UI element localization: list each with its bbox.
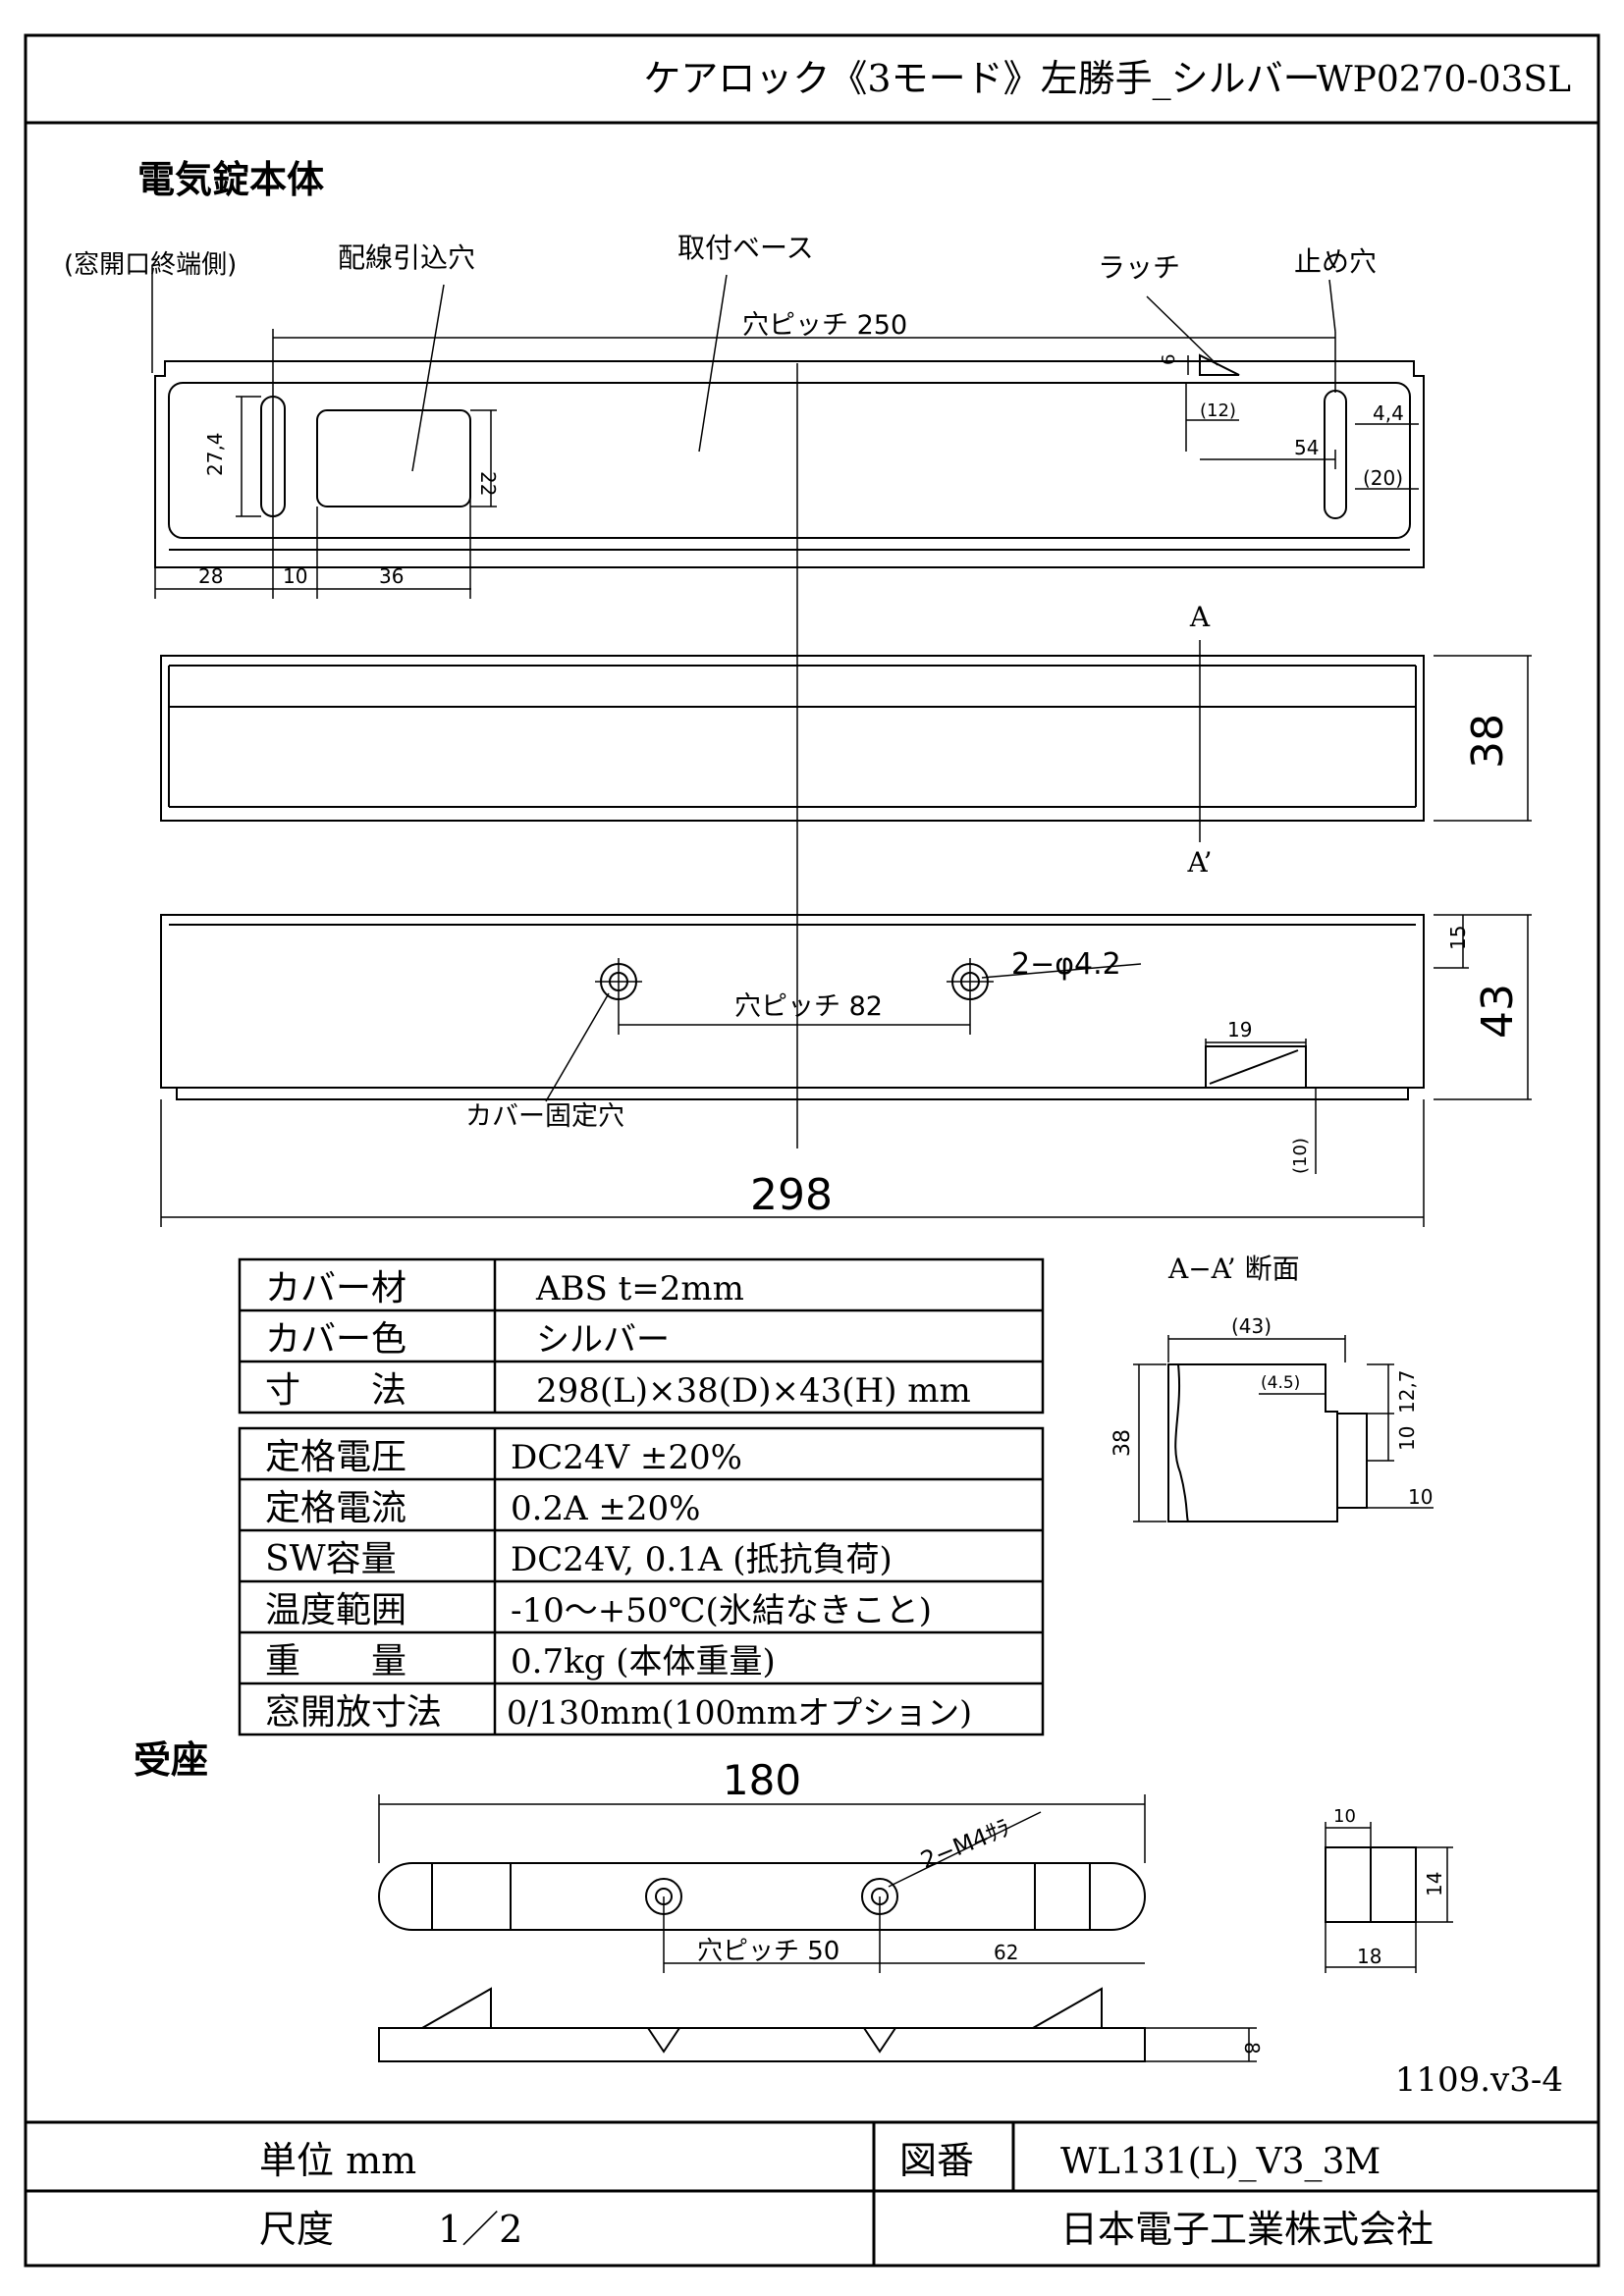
spec2-label-4: 重 量 [265,1641,406,1682]
base-label: 取付ベース [677,232,814,264]
strike-plate [378,1862,1146,2062]
bottom-view-dimensions [160,914,1532,1227]
section-a2-label: A’ [1186,846,1212,879]
strike-side-dim-10: 10 [1333,1806,1356,1827]
section-dim-12-7: 12,7 [1395,1369,1419,1414]
spec2-label-1: 定格電流 [265,1488,406,1528]
title-block [26,2120,1598,2266]
section-title: A−A’ 断面 [1167,1253,1300,1285]
spec2-value-0: DC24V ±20% [511,1438,742,1477]
screw-hole-spec: 2−φ4.2 [1011,947,1121,982]
dim-10-bottom: (10) [1290,1138,1311,1174]
dim-20: (20) [1363,466,1403,490]
spec1-label-1: カバー色 [265,1319,406,1360]
window-side-label: (窓開口終端側) [64,250,237,280]
strike-screw-spec: 2−M4ｻﾗ [917,1814,1014,1875]
strike-heading: 受座 [134,1738,208,1782]
version-label: 1109.v3-4 [1395,2060,1563,2100]
lock-body-heading: 電気錠本体 [137,158,324,201]
latch-label: ラッチ [1098,251,1180,284]
section-dim-10-h: 10 [1408,1485,1433,1509]
spec2-label-5: 窓開放寸法 [265,1692,442,1733]
spec2-value-2: DC24V, 0.1A (抵抗負荷) [511,1540,893,1579]
dim-38: 38 [1463,714,1513,769]
dim-27-4: 27,4 [203,432,227,476]
hole-pitch-250: 穴ピッチ 250 [742,310,907,341]
spec2-label-3: 温度範囲 [265,1590,406,1630]
sheet-frame [24,33,1600,2268]
dim-22: 22 [476,471,500,496]
section-dim-10-v: 10 [1395,1426,1419,1451]
spec2-label-0: 定格電圧 [265,1437,406,1477]
wiring-hole-label: 配線引込穴 [338,241,475,274]
spec2-value-3: -10〜+50℃(氷結なきこと) [511,1591,932,1630]
strike-hole-pitch-50: 穴ピッチ 50 [697,1937,839,1966]
scale-value: 1／2 [438,2208,522,2251]
scale-label: 尺度 [259,2208,334,2251]
spec1-value-1: シルバー [536,1320,670,1360]
company-name: 日本電子工業株式会社 [1060,2208,1434,2251]
dim-28: 28 [198,564,223,588]
hole-pitch-82: 穴ピッチ 82 [734,991,883,1022]
strike-side-dim-14: 14 [1423,1872,1446,1896]
dim-19: 19 [1227,1018,1252,1041]
dim-12: (12) [1200,400,1236,421]
strike-side-dim-18: 18 [1357,1945,1381,1968]
strike-dim-180: 180 [723,1756,801,1804]
drawing-number-label: 図番 [899,2139,974,2182]
strike-dim-62: 62 [994,1941,1018,1964]
spec1-value-0: ABS t=2mm [535,1269,744,1308]
dim-15: 15 [1446,926,1470,950]
dim-6: 6 [1159,354,1179,365]
dim-36: 36 [379,564,404,588]
front-view [160,655,1425,822]
drawing-title: ケアロック《3モード》左勝手_シルバー [643,57,1320,101]
spec1-label-0: カバー材 [265,1268,406,1308]
front-view-dimensions [796,363,1532,1148]
unit-label: 単位 mm [259,2139,416,2182]
top-view [154,353,1425,568]
cover-fixing-hole-label: カバー固定穴 [465,1101,624,1132]
dim-10: 10 [283,564,307,588]
section-dim-43: (43) [1231,1314,1272,1338]
stop-hole-label: 止め穴 [1294,245,1377,278]
drawing-number: WL131(L)_V3_3M [1060,2142,1380,2182]
product-code: WP0270-03SL [1317,60,1571,100]
section-a-label: A [1189,601,1211,633]
dim-298: 298 [750,1170,833,1220]
dim-43: 43 [1473,984,1523,1039]
spec2-label-2: SW容量 [265,1539,397,1579]
spec1-value-2: 298(L)×38(D)×43(H) mm [536,1371,971,1411]
section-dim-4-5: (4.5) [1261,1373,1300,1393]
strike-dim-8: 8 [1240,2042,1264,2055]
dim-4-4: 4,4 [1373,401,1404,425]
strike-side-view [1325,1846,1417,1923]
spec-table-1 [238,1257,1045,1415]
section-dim-38: 38 [1110,1429,1135,1457]
spec2-value-4: 0.7kg (本体重量) [511,1642,776,1682]
strike-dimensions [378,1794,1257,2062]
top-view-dimensions [151,265,1419,599]
spec2-value-5: 0/130mm(100mmオプション) [507,1693,972,1732]
spec1-label-2: 寸 法 [265,1370,406,1411]
strike-side-dimensions [1325,1822,1453,1973]
dim-54: 54 [1294,436,1319,459]
section-dimensions [1133,1335,1434,1522]
spec2-value-1: 0.2A ±20% [511,1489,701,1528]
spec-table-2 [238,1426,1045,1736]
